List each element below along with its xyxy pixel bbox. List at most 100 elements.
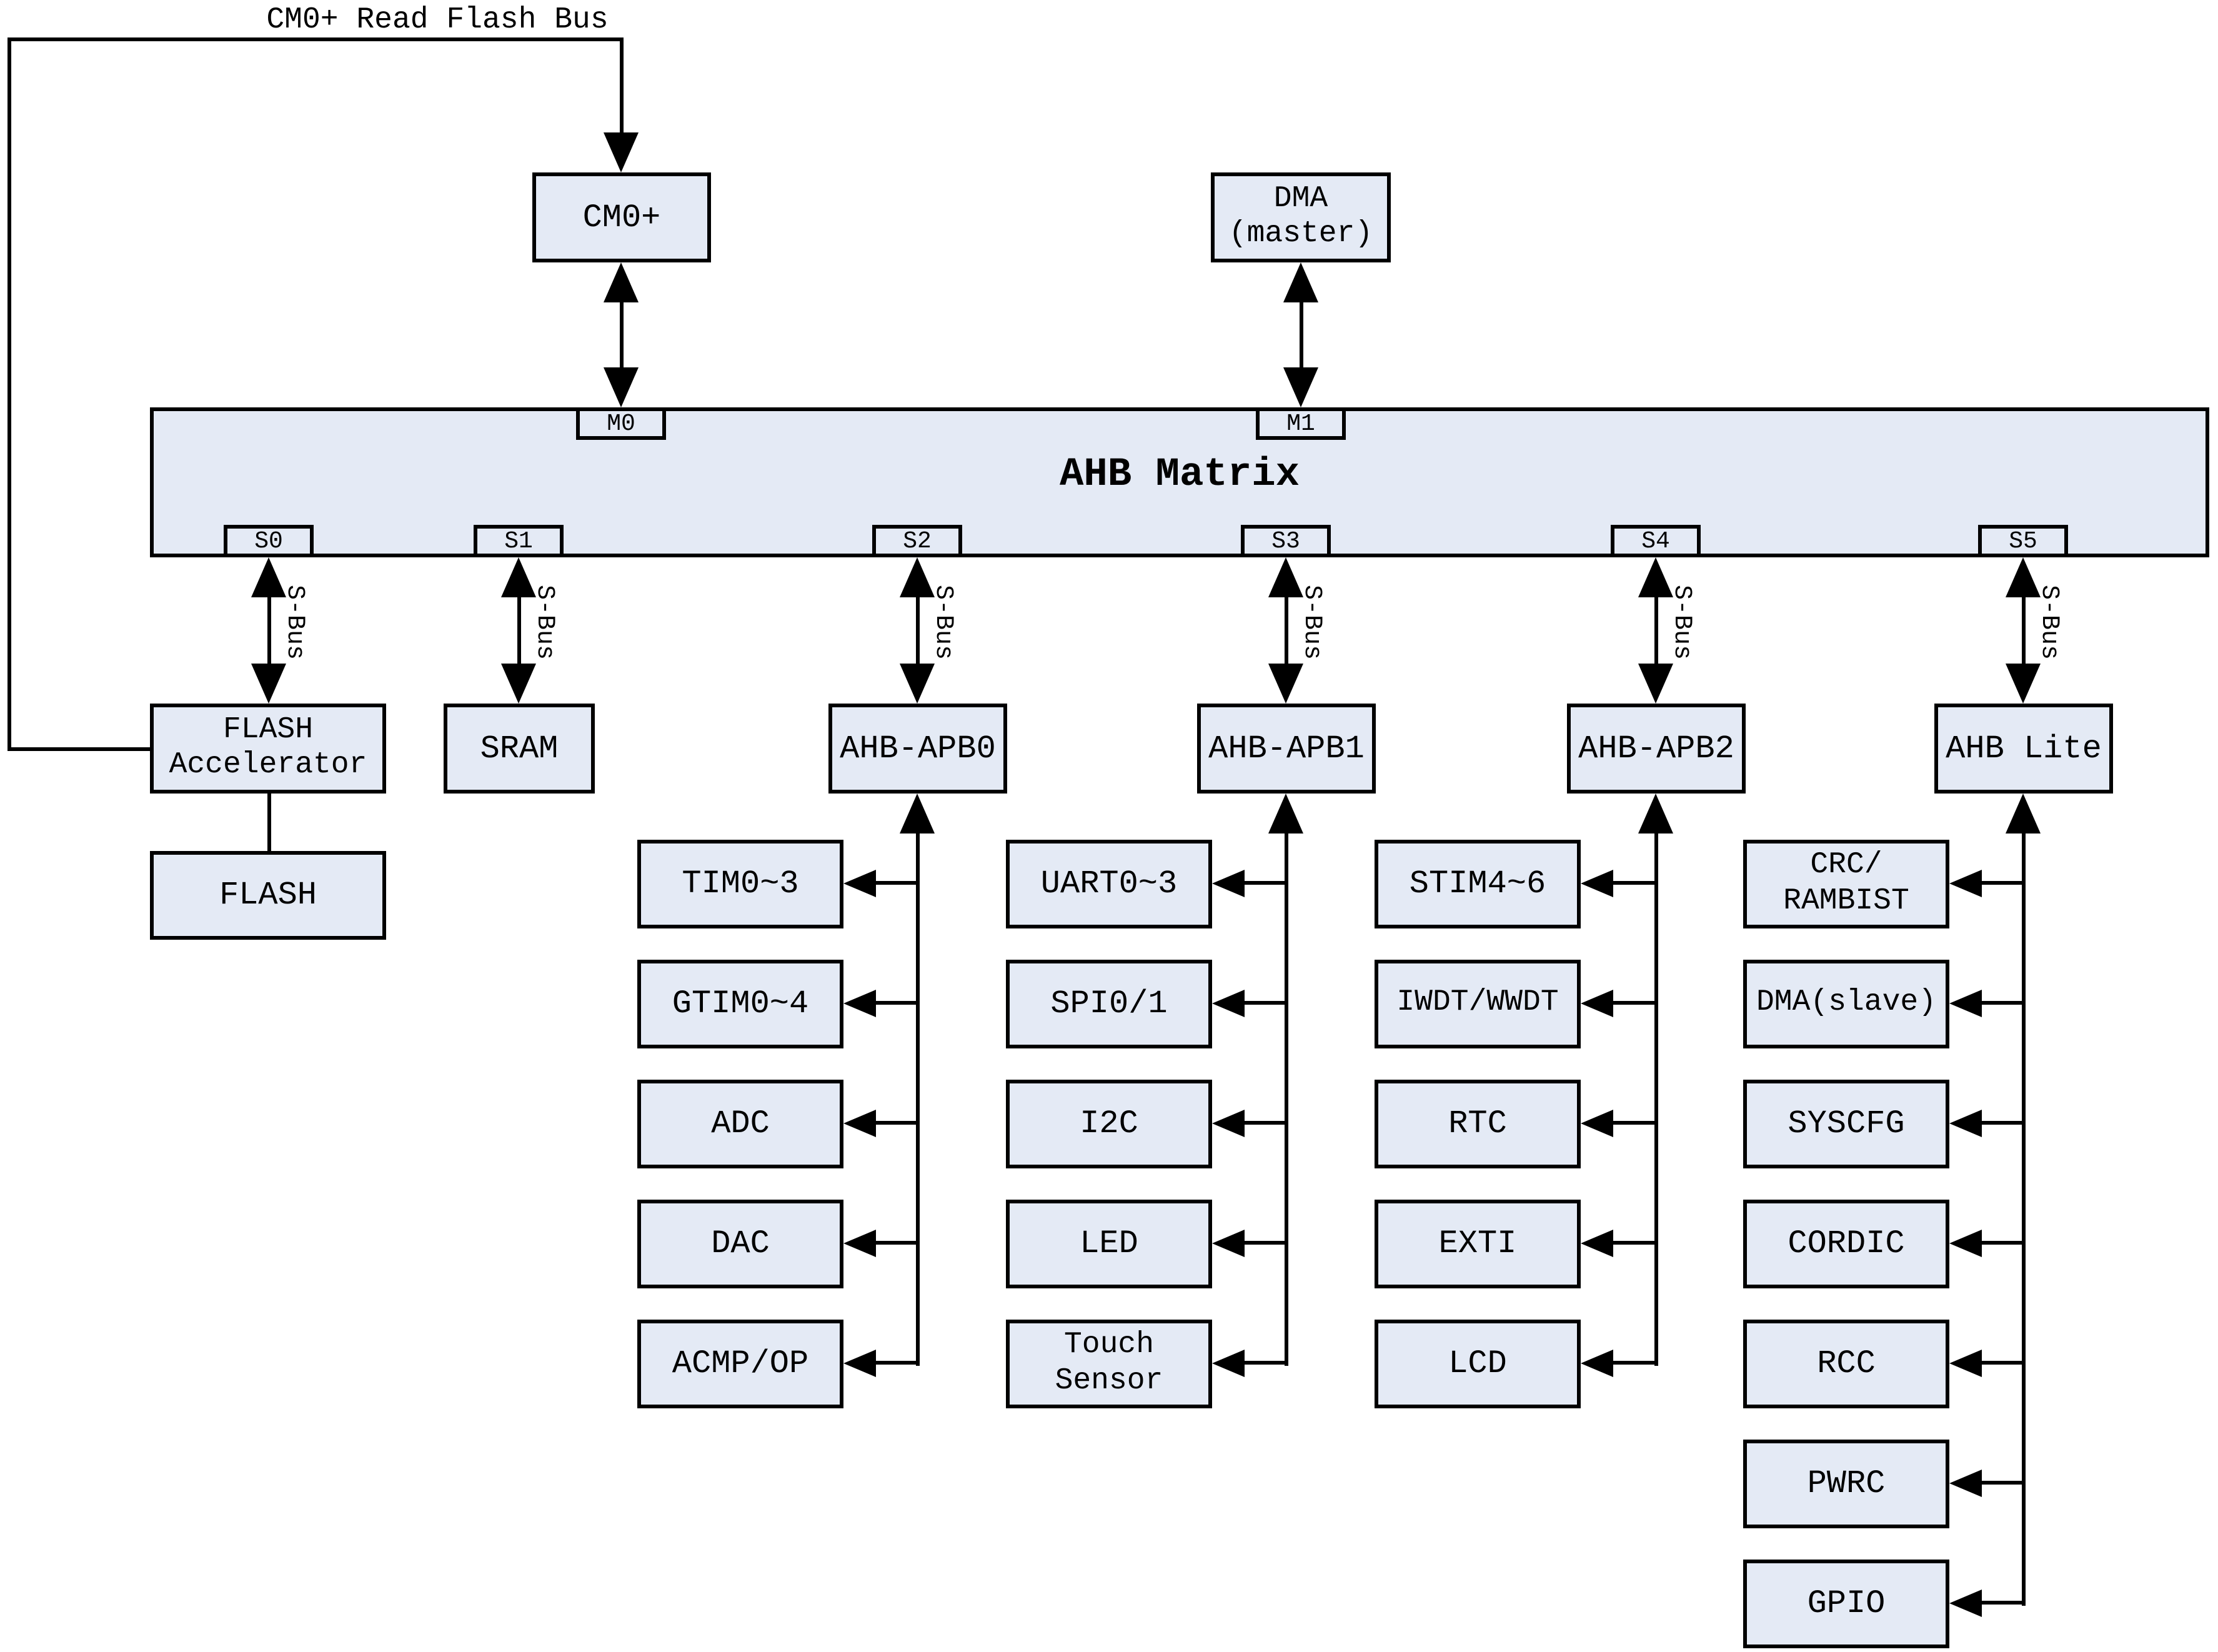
block-uart0-3: UART0~3 [1006,840,1212,928]
stub-line [1979,1001,2024,1005]
arrowhead-up-cm0 [604,262,639,302]
stub-arrow [1212,1110,1245,1137]
stub-line [1242,881,1287,885]
cm0-matrix-line [620,297,624,372]
stub-line [1979,1241,2024,1245]
block-led: LED [1006,1200,1212,1288]
block-stim4-6: STIM4~6 [1375,840,1581,928]
block-tim0-3: TIM0~3 [637,840,843,928]
stub-line [1611,1001,1657,1005]
matrix-port-s0: S0 [224,525,314,557]
stub-line [1242,1361,1287,1365]
sbus-label-s1: S-Bus [530,585,559,660]
block-gpio: GPIO [1743,1560,1949,1648]
arrowhead-down-s1 [501,664,536,704]
arrowhead-up-s4 [1638,557,1673,597]
stub-line [1979,1481,2024,1485]
stub-arrow [1581,1350,1613,1377]
flash-bus-top-line [7,37,622,41]
arrowhead-down-m1 [1283,367,1318,407]
sbus-line-s0 [267,592,271,669]
flash-bus-bottom-line [7,747,154,751]
stub-arrow [1949,990,1982,1017]
matrix-port-s2: S2 [872,525,962,557]
arrowhead-down-s2 [900,664,935,704]
stub-arrow [1949,870,1982,897]
arrowhead-up-s3 [1268,557,1303,597]
stub-arrow [843,990,876,1017]
arrowhead-down-s5 [2006,664,2041,704]
stub-arrow [1212,990,1245,1017]
arrowhead-down-s4 [1638,664,1673,704]
stub-line [1242,1121,1287,1125]
arrowhead-down-m0 [604,367,639,407]
ahb-matrix-title: AHB Matrix [1059,451,1300,497]
stub-arrow [1212,1230,1245,1257]
sbus-line-s2 [916,592,920,669]
block-flash: FLASH [150,851,386,940]
stub-line [873,1361,918,1365]
stub-arrow [1212,1350,1245,1377]
arrowhead-up-s5 [2006,557,2041,597]
block-lcd: LCD [1375,1320,1581,1408]
stub-line [1979,1121,2024,1125]
stub-line [1611,881,1657,885]
sbus-label-s5: S-Bus [2034,585,2063,660]
stub-arrow [1949,1230,1982,1257]
stub-line [873,1121,918,1125]
block-ahb-lite: AHB Lite [1934,704,2113,794]
stub-line [1611,1121,1657,1125]
block-i2c: I2C [1006,1080,1212,1168]
matrix-port-m1: M1 [1256,407,1346,440]
apb2-bus-spine [1654,828,1658,1366]
stub-line [1979,1361,2024,1365]
dma-matrix-line [1300,297,1303,372]
block-cm0: CM0+ [532,172,711,262]
sbus-line-s5 [2022,592,2026,669]
block-cordic: CORDIC [1743,1200,1949,1288]
block-flash-accelerator: FLASH Accelerator [150,704,386,794]
arrowhead-up-apb1 [1268,794,1303,833]
stub-arrow [1581,870,1613,897]
sbus-label-s2: S-Bus [928,585,957,660]
block-dma-master: DMA (master) [1211,172,1391,262]
block-ahb-apb2: AHB-APB2 [1567,704,1746,794]
flash-accelerator-flash-link [267,794,271,851]
block-dma-slave: DMA(slave) [1743,960,1949,1048]
arrowhead-up-apb0 [900,794,935,833]
stub-arrow [1581,1110,1613,1137]
block-pwrc: PWRC [1743,1440,1949,1528]
block-touch-sensor: Touch Sensor [1006,1320,1212,1408]
arrowhead-up-s0 [251,557,286,597]
arrowhead-into-cm0 [604,132,639,172]
matrix-port-s3: S3 [1241,525,1331,557]
arrowhead-up-s2 [900,557,935,597]
stub-line [1611,1241,1657,1245]
ahblite-bus-spine [2022,828,2026,1606]
arrowhead-up-apb2 [1638,794,1673,833]
sbus-label-s3: S-Bus [1297,585,1326,660]
block-sram: SRAM [444,704,595,794]
stub-arrow [1949,1470,1982,1497]
block-gtim0-4: GTIM0~4 [637,960,843,1048]
arrowhead-up-s1 [501,557,536,597]
arrowhead-up-dma [1283,262,1318,302]
arrowhead-down-s0 [251,664,286,704]
matrix-port-s5: S5 [1978,525,2068,557]
stub-line [1979,1601,2024,1605]
apb1-bus-spine [1285,828,1288,1366]
stub-line [873,1241,918,1245]
stub-line [1242,1241,1287,1245]
block-ahb-apb1: AHB-APB1 [1197,704,1376,794]
block-ahb-apb0: AHB-APB0 [828,704,1007,794]
sbus-label-s0: S-Bus [280,585,309,660]
stub-arrow [1581,990,1613,1017]
stub-arrow [843,1230,876,1257]
stub-line [873,881,918,885]
sbus-line-s4 [1654,592,1658,669]
matrix-port-s4: S4 [1611,525,1701,557]
stub-arrow [1949,1590,1982,1617]
stub-arrow [843,1350,876,1377]
apb0-bus-spine [916,828,920,1366]
